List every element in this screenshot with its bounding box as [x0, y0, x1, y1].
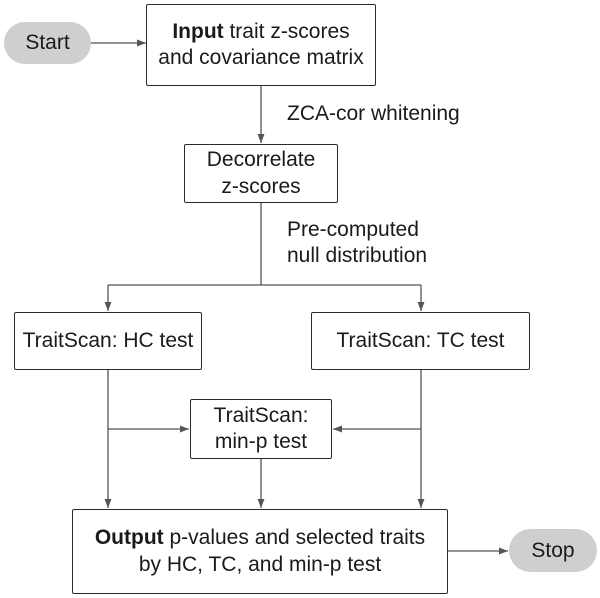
tc-test-box: TraitScan: TC test	[311, 312, 530, 370]
stop-terminal: Stop	[509, 529, 597, 572]
whitening-label: ZCA-cor whitening	[287, 102, 460, 125]
tc-test-label: TraitScan: TC test	[336, 328, 505, 352]
input-line-2: and covariance matrix	[158, 46, 364, 69]
output-box: Output p-values and selected traits by H…	[72, 509, 448, 594]
null-distribution-label: Pre-computed null distribution	[287, 217, 427, 270]
output-line-1-rest: p-values and selected traits	[163, 526, 426, 550]
stop-label: Stop	[531, 538, 575, 562]
output-line-1: Output p-values and selected traits	[95, 525, 425, 551]
hc-test-box: TraitScan: HC test	[14, 312, 202, 370]
decorrelate-box: Decorrelate z-scores	[184, 144, 338, 203]
input-box: Input trait z-scores and covariance matr…	[146, 4, 376, 86]
null-label-line-2: null distribution	[287, 244, 428, 268]
input-bold: Input	[172, 19, 224, 43]
output-line-2: by HC, TC, and min-p test	[138, 552, 382, 576]
hc-test-label: TraitScan: HC test	[22, 328, 194, 352]
minp-test-box: TraitScan: min-p test	[190, 399, 332, 459]
start-terminal: Start	[4, 22, 91, 64]
output-bold: Output	[94, 526, 164, 550]
input-line-1: Input trait z-scores	[172, 19, 349, 45]
input-line-1-rest: trait z-scores	[223, 19, 350, 43]
null-label-line-1: Pre-computed	[287, 218, 419, 241]
minp-line-2: min-p test	[214, 430, 308, 453]
decorrelate-line-2: z-scores	[221, 174, 301, 198]
decorrelate-line-1: Decorrelate	[206, 148, 316, 172]
minp-line-1: TraitScan:	[213, 403, 309, 427]
start-label: Start	[25, 31, 70, 54]
